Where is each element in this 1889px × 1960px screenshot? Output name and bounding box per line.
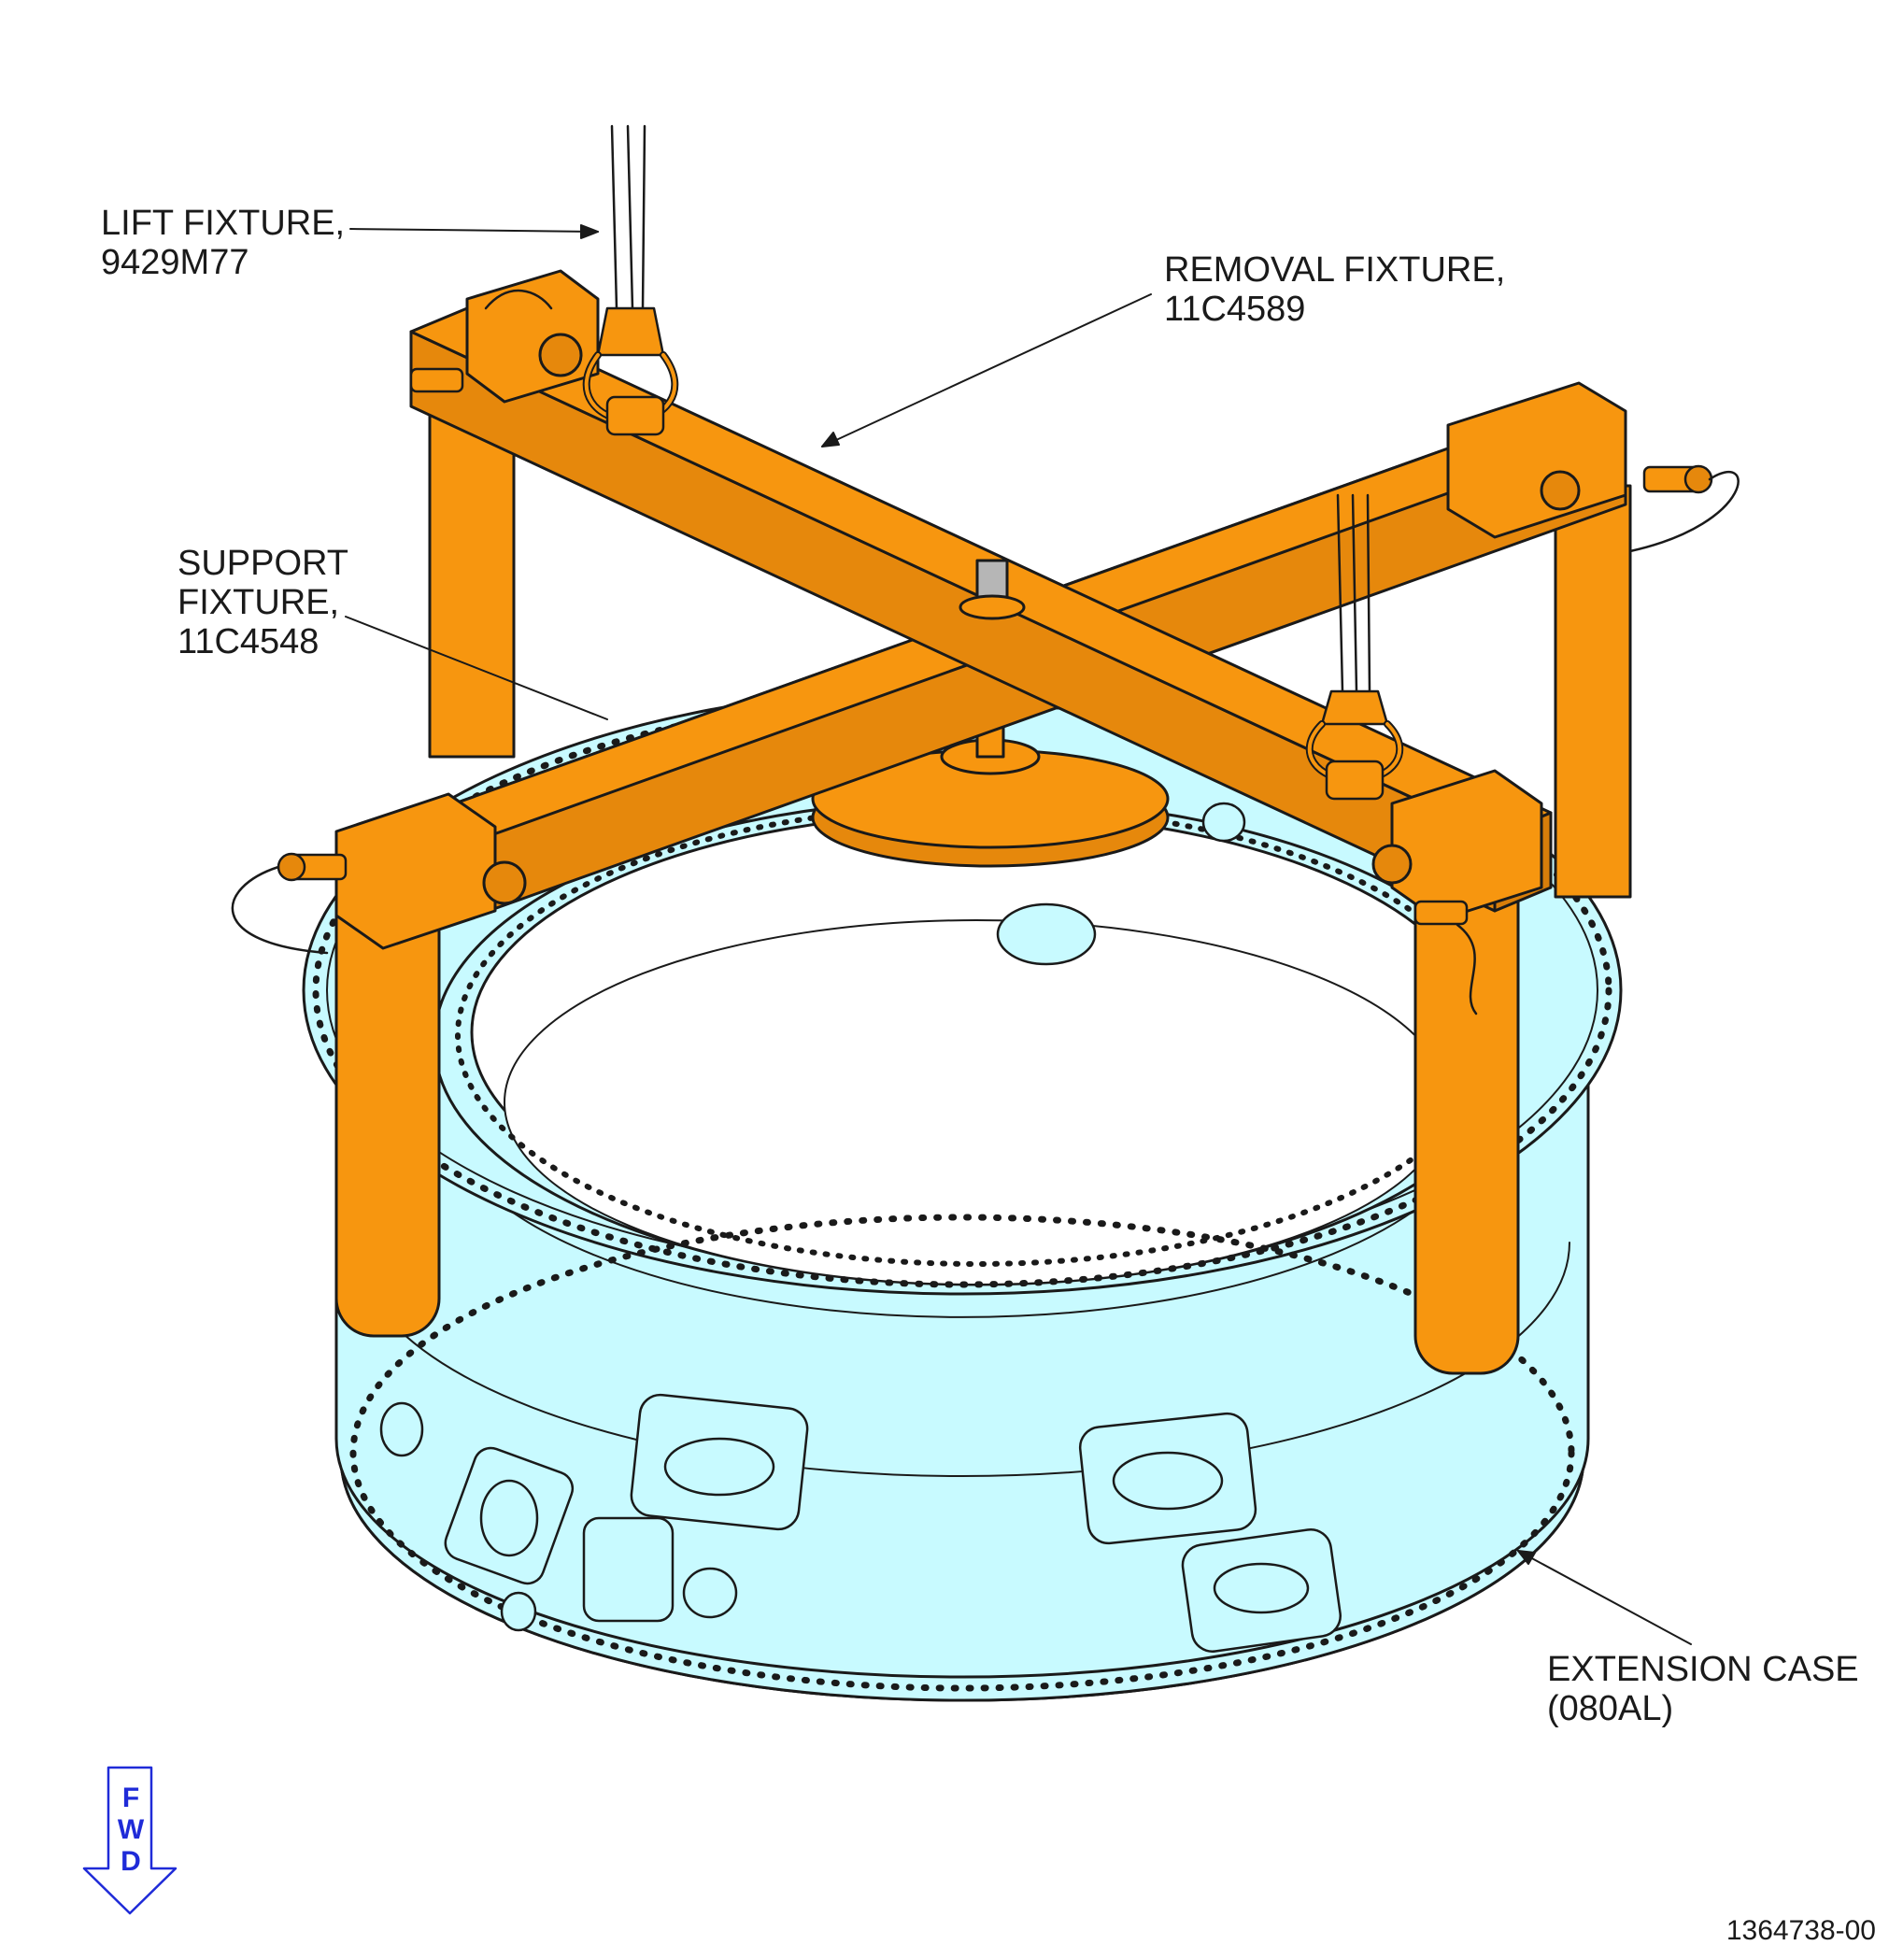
figure-id: 1364738-00 (1726, 1915, 1876, 1946)
callout-removal-fixture-name: REMOVAL FIXTURE, (1164, 250, 1506, 290)
callout-support-fixture-line1: SUPPORT (178, 544, 349, 583)
support-leg-front-right (1413, 820, 1520, 1375)
callout-extension-case-part: (080AL) (1547, 1689, 1674, 1728)
fwd-letter-w: W (117, 1814, 145, 1845)
leader-lines (345, 224, 1692, 1645)
callout-support-fixture-line2: FIXTURE, (178, 583, 340, 622)
callout-lift-fixture: LIFT FIXTURE, 9429M77 (101, 204, 345, 282)
callout-lift-fixture-name: LIFT FIXTURE, (101, 204, 346, 243)
lift-fixture (582, 124, 1404, 801)
callout-extension-case-name: EXTENSION CASE (1547, 1650, 1859, 1689)
fwd-letter-f: F (121, 1782, 140, 1813)
callout-lift-fixture-part: 9429M77 (101, 243, 249, 282)
fwd-letter-d: D (121, 1846, 141, 1877)
callout-support-fixture-part: 11C4548 (178, 622, 320, 661)
support-leg-front-left (334, 858, 441, 1338)
forward-direction-arrow-icon: F W D (78, 1766, 181, 1915)
support-leg-back-right (1554, 484, 1632, 899)
support-leg-back-left (428, 391, 516, 759)
callout-removal-fixture-part: 11C4589 (1164, 290, 1306, 329)
callout-support-fixture: SUPPORT FIXTURE, 11C4548 (178, 544, 348, 661)
quick-release-pins (231, 290, 1740, 1016)
callout-removal-fixture: REMOVAL FIXTURE, 11C4589 (1164, 250, 1505, 329)
fixture-assembly (334, 269, 1632, 1375)
callout-extension-case: EXTENSION CASE (080AL) (1547, 1650, 1859, 1728)
